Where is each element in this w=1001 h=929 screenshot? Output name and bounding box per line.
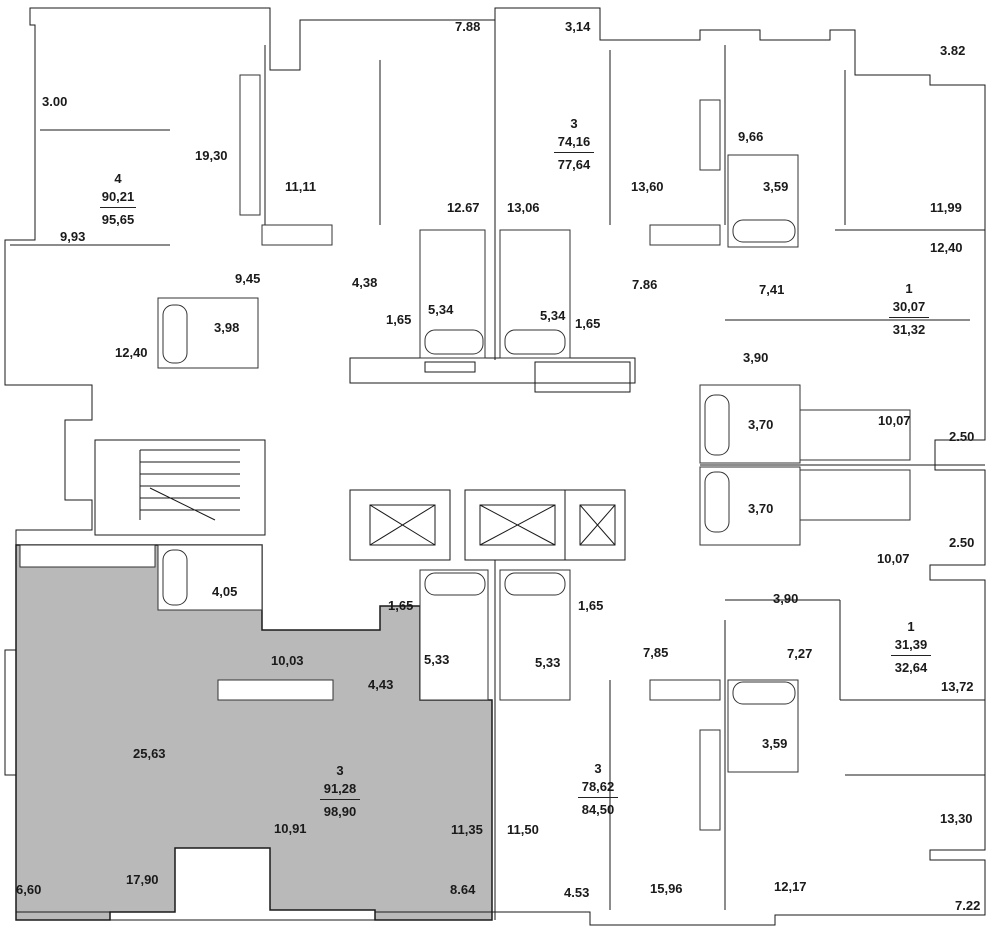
room-area-label: 13,06: [507, 200, 540, 215]
room-area-label: 8.64: [450, 882, 476, 897]
room-area-label: 11,99: [930, 200, 962, 215]
building-core: [94, 357, 636, 561]
apartment-living-area: 74,16: [557, 133, 591, 149]
apartment-rooms: 3: [594, 761, 602, 776]
room-area-label: 4.53: [564, 885, 590, 900]
apartment-total-area: 84,50: [581, 802, 615, 818]
room-area-label: 1,65: [388, 598, 414, 613]
apartment-info-bottom-center: 3 78,62 84,50: [576, 760, 620, 819]
fixtures: [19, 74, 911, 831]
apartment-total-area: 95,65: [101, 212, 135, 228]
apartment-total-area: 32,64: [894, 660, 928, 676]
apartment-living-area: 30,07: [892, 298, 926, 314]
apartment-info-bottom-left: 3 91,28 98,90: [318, 762, 362, 821]
room-area-label: 9,66: [738, 129, 764, 144]
room-area-label: 15,96: [650, 881, 683, 896]
room-area-label: 2.50: [949, 429, 975, 444]
room-area-label: 10,07: [877, 551, 910, 566]
apartment-living-area: 31,39: [894, 636, 928, 652]
room-area-label: 19,30: [195, 148, 228, 163]
room-area-label: 12.67: [447, 200, 480, 215]
apartment-info-top-center: 3 74,16 77,64: [552, 115, 596, 174]
apartment-rooms: 3: [336, 763, 344, 778]
room-area-label: 5,33: [424, 652, 450, 667]
room-area-label: 6,60: [16, 882, 42, 897]
apartment-rooms: 1: [905, 281, 913, 296]
room-area-label: 4,43: [368, 677, 394, 692]
room-area-label: 1,65: [386, 312, 412, 327]
room-area-label: 25,63: [133, 746, 166, 761]
room-area-label: 3,90: [773, 591, 799, 606]
room-area-label: 12,17: [774, 879, 807, 894]
apartment-rooms: 1: [907, 619, 915, 634]
room-area-label: 10,07: [878, 413, 911, 428]
apartment-total-area: 77,64: [557, 157, 591, 173]
room-area-label: 7,41: [759, 282, 785, 297]
apartment-living-area: 90,21: [101, 188, 135, 204]
room-area-label: 7,27: [787, 646, 813, 661]
room-area-label: 3,70: [748, 417, 774, 432]
room-area-label: 13,30: [940, 811, 973, 826]
room-area-label: 3,98: [214, 320, 240, 335]
room-area-label: 10,03: [271, 653, 304, 668]
room-area-label: 11,50: [507, 822, 539, 837]
room-area-label: 7.86: [632, 277, 658, 292]
room-area-label: 3,14: [565, 19, 591, 34]
room-area-label: 3,70: [748, 501, 774, 516]
room-area-label: 7.22: [955, 898, 981, 913]
room-area-label: 3,59: [762, 736, 788, 751]
apartment-info-top-left: 4 90,21 95,65: [98, 170, 138, 229]
room-area-label: 3,59: [763, 179, 789, 194]
apartment-total-area: 98,90: [323, 804, 357, 820]
room-area-label: 17,90: [126, 872, 159, 887]
apartment-total-area: 31,32: [892, 322, 926, 338]
apartment-info-right-lower: 1 31,39 32,64: [889, 618, 933, 677]
room-area-label: 13,72: [941, 679, 974, 694]
apartment-info-right-upper: 1 30,07 31,32: [887, 280, 931, 339]
room-area-label: 5,34: [428, 302, 454, 317]
apartment-rooms: 3: [570, 116, 578, 131]
outer-walls: [4, 7, 986, 926]
room-area-label: 13,60: [631, 179, 664, 194]
room-area-label: 12,40: [115, 345, 148, 360]
room-area-label: 1,65: [575, 316, 601, 331]
room-area-label: 4,38: [352, 275, 378, 290]
apartment-living-area: 91,28: [323, 780, 357, 796]
room-area-label: 10,91: [274, 821, 307, 836]
apartment-rooms: 4: [114, 171, 122, 186]
room-area-label: 11,35: [451, 822, 483, 837]
room-area-label: 5,33: [535, 655, 561, 670]
room-area-label: 7,85: [643, 645, 669, 660]
room-area-label: 4,05: [212, 584, 238, 599]
room-area-label: 1,65: [578, 598, 604, 613]
room-area-label: 9,45: [235, 271, 261, 286]
room-area-label: 5,34: [540, 308, 566, 323]
apartment-living-area: 78,62: [581, 778, 615, 794]
room-area-label: 7.88: [455, 19, 481, 34]
room-area-label: 2.50: [949, 535, 975, 550]
room-area-label: 3.00: [42, 94, 68, 109]
room-area-label: 12,40: [930, 240, 963, 255]
room-area-label: 3.82: [940, 43, 966, 58]
room-area-label: 3,90: [743, 350, 769, 365]
room-area-label: 9,93: [60, 229, 86, 244]
room-area-label: 11,11: [285, 179, 317, 194]
